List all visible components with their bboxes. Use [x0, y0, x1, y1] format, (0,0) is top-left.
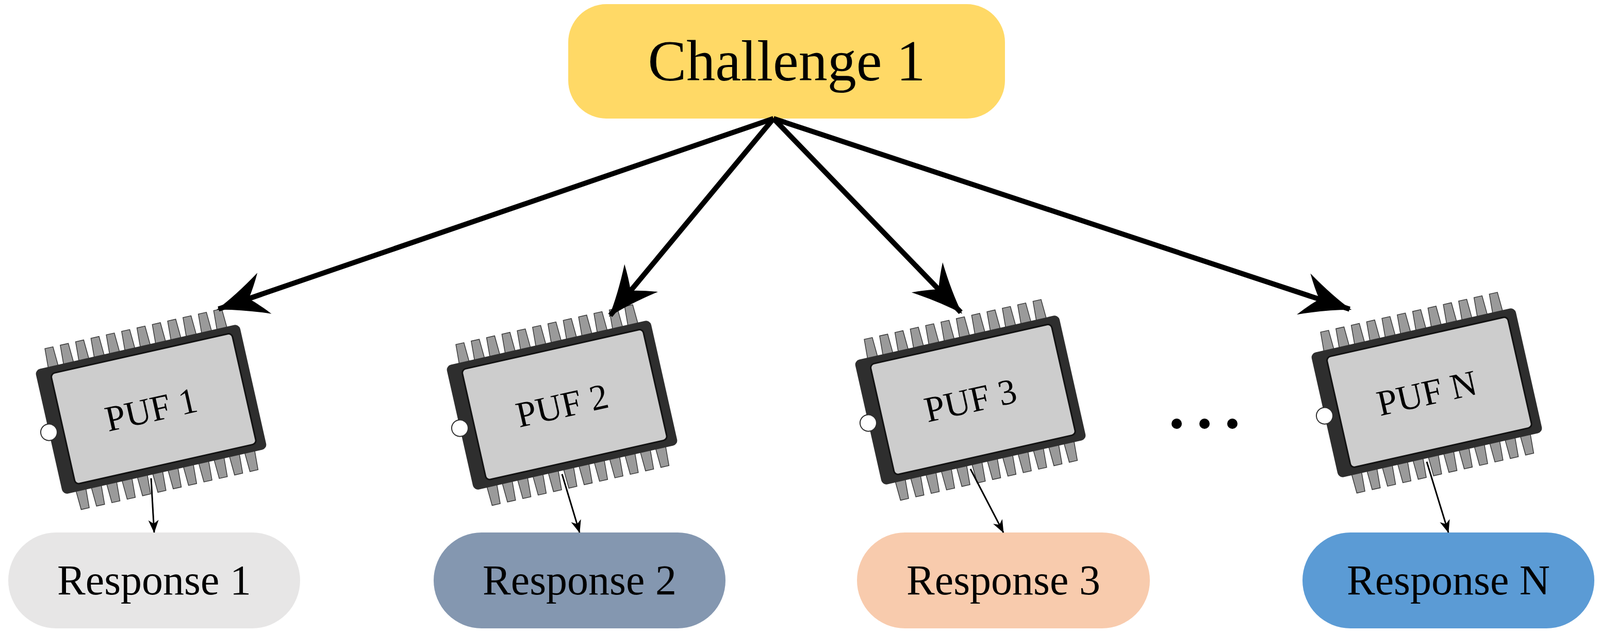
chip-body — [446, 319, 679, 491]
arrow-connector — [562, 474, 580, 533]
chip-face — [869, 323, 1077, 476]
chip-face — [1326, 316, 1533, 469]
arrow-connector — [773, 118, 1350, 310]
arrow-connector — [218, 118, 774, 309]
chip-body — [854, 314, 1087, 486]
arrow-connector — [609, 118, 774, 316]
puf-chip: PUF 2 — [441, 300, 683, 510]
response-box: Response 1 — [8, 532, 301, 629]
box-label: Response 3 — [906, 557, 1101, 604]
box-label: Challenge 1 — [647, 29, 926, 93]
ellipsis-dot — [1171, 418, 1182, 430]
chip-body — [1310, 307, 1544, 478]
response-box: Response N — [1302, 532, 1595, 629]
box-label: Response 2 — [482, 557, 677, 604]
arrow-connector — [151, 478, 155, 533]
puf-chip: PUF 1 — [30, 304, 272, 514]
arrow-connector — [970, 469, 1004, 533]
chip-face — [50, 333, 257, 485]
arrow-connector — [773, 118, 961, 313]
response-box: Response 3 — [856, 532, 1150, 629]
challenge-box: Challenge 1 — [568, 4, 1005, 119]
puf-chip: PUF N — [1306, 288, 1547, 498]
box-label: Response N — [1346, 557, 1550, 604]
chip-notch — [1314, 406, 1335, 426]
chip-notch — [450, 418, 470, 439]
chip-notch — [39, 422, 59, 443]
chip-body — [35, 323, 268, 495]
response-box: Response 2 — [433, 532, 726, 629]
ellipsis-dot — [1227, 418, 1238, 430]
ellipsis-dot — [1199, 418, 1210, 430]
chip-face — [461, 328, 668, 481]
box-label: Response 1 — [57, 557, 252, 604]
chip-notch — [858, 413, 879, 434]
arrow-connector — [1426, 462, 1449, 533]
puf-chip: PUF 3 — [849, 295, 1091, 505]
